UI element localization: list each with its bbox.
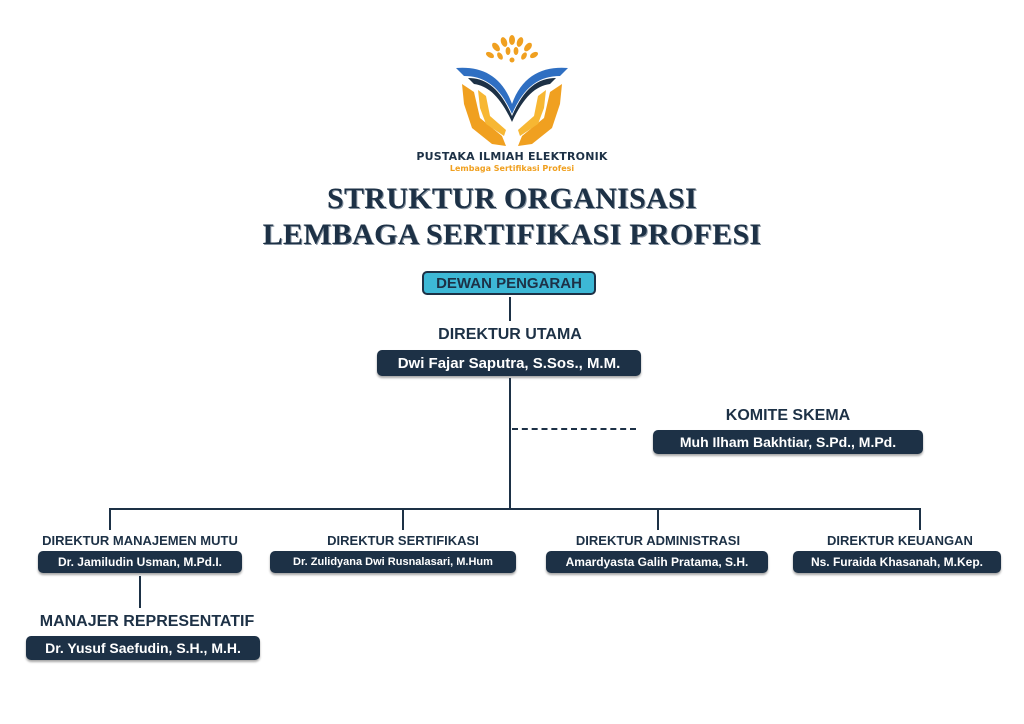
- director-main-role: DIREKTUR UTAMA: [438, 326, 582, 343]
- connector-drop-4: [919, 508, 921, 530]
- open-book-hands-logo-icon: [456, 35, 568, 146]
- director-finance-role: DIREKTUR KEUANGAN: [827, 533, 973, 548]
- director-quality-name: Dr. Jamiludin Usman, M.Pd.I.: [38, 551, 242, 573]
- director-certification-name: Dr. Zulidyana Dwi Rusnalasari, M.Hum: [270, 551, 516, 573]
- director-certification-role: DIREKTUR SERTIFIKASI: [327, 533, 479, 548]
- director-quality-role: DIREKTUR MANAJEMEN MUTU: [42, 533, 238, 548]
- connector-drop-2: [402, 508, 404, 530]
- connector-drop-1: [109, 508, 111, 530]
- connector-representative: [139, 576, 141, 608]
- representative-role: MANAJER REPRESENTATIF: [39, 613, 255, 630]
- director-main-name: Dwi Fajar Saputra, S.Sos., M.M.: [377, 350, 641, 376]
- representative-name: Dr. Yusuf Saefudin, S.H., M.H.: [26, 636, 260, 660]
- committee-role: KOMITE SKEMA: [725, 407, 851, 424]
- connector-committee-dashed: [512, 428, 636, 430]
- director-finance-name: Ns. Furaida Khasanah, M.Kep.: [793, 551, 1001, 573]
- logo: [452, 32, 572, 150]
- page-title-line2: LEMBAGA SERTIFIKASI PROFESI: [262, 218, 762, 251]
- connector-board-director: [509, 297, 511, 321]
- board-box: DEWAN PENGARAH: [422, 271, 596, 295]
- director-administration-role: DIREKTUR ADMINISTRASI: [575, 533, 741, 548]
- connector-drop-3: [657, 508, 659, 530]
- committee-name: Muh Ilham Bakhtiar, S.Pd., M.Pd.: [653, 430, 923, 454]
- org-name: PUSTAKA ILMIAH ELEKTRONIK: [416, 150, 608, 163]
- director-administration-name: Amardyasta Galih Pratama, S.H.: [546, 551, 768, 573]
- page-title-line1: STRUKTUR ORGANISASI: [327, 182, 697, 215]
- org-subtitle: Lembaga Sertifikasi Profesi: [449, 164, 575, 173]
- connector-bus: [109, 508, 921, 510]
- connector-trunk: [509, 378, 511, 510]
